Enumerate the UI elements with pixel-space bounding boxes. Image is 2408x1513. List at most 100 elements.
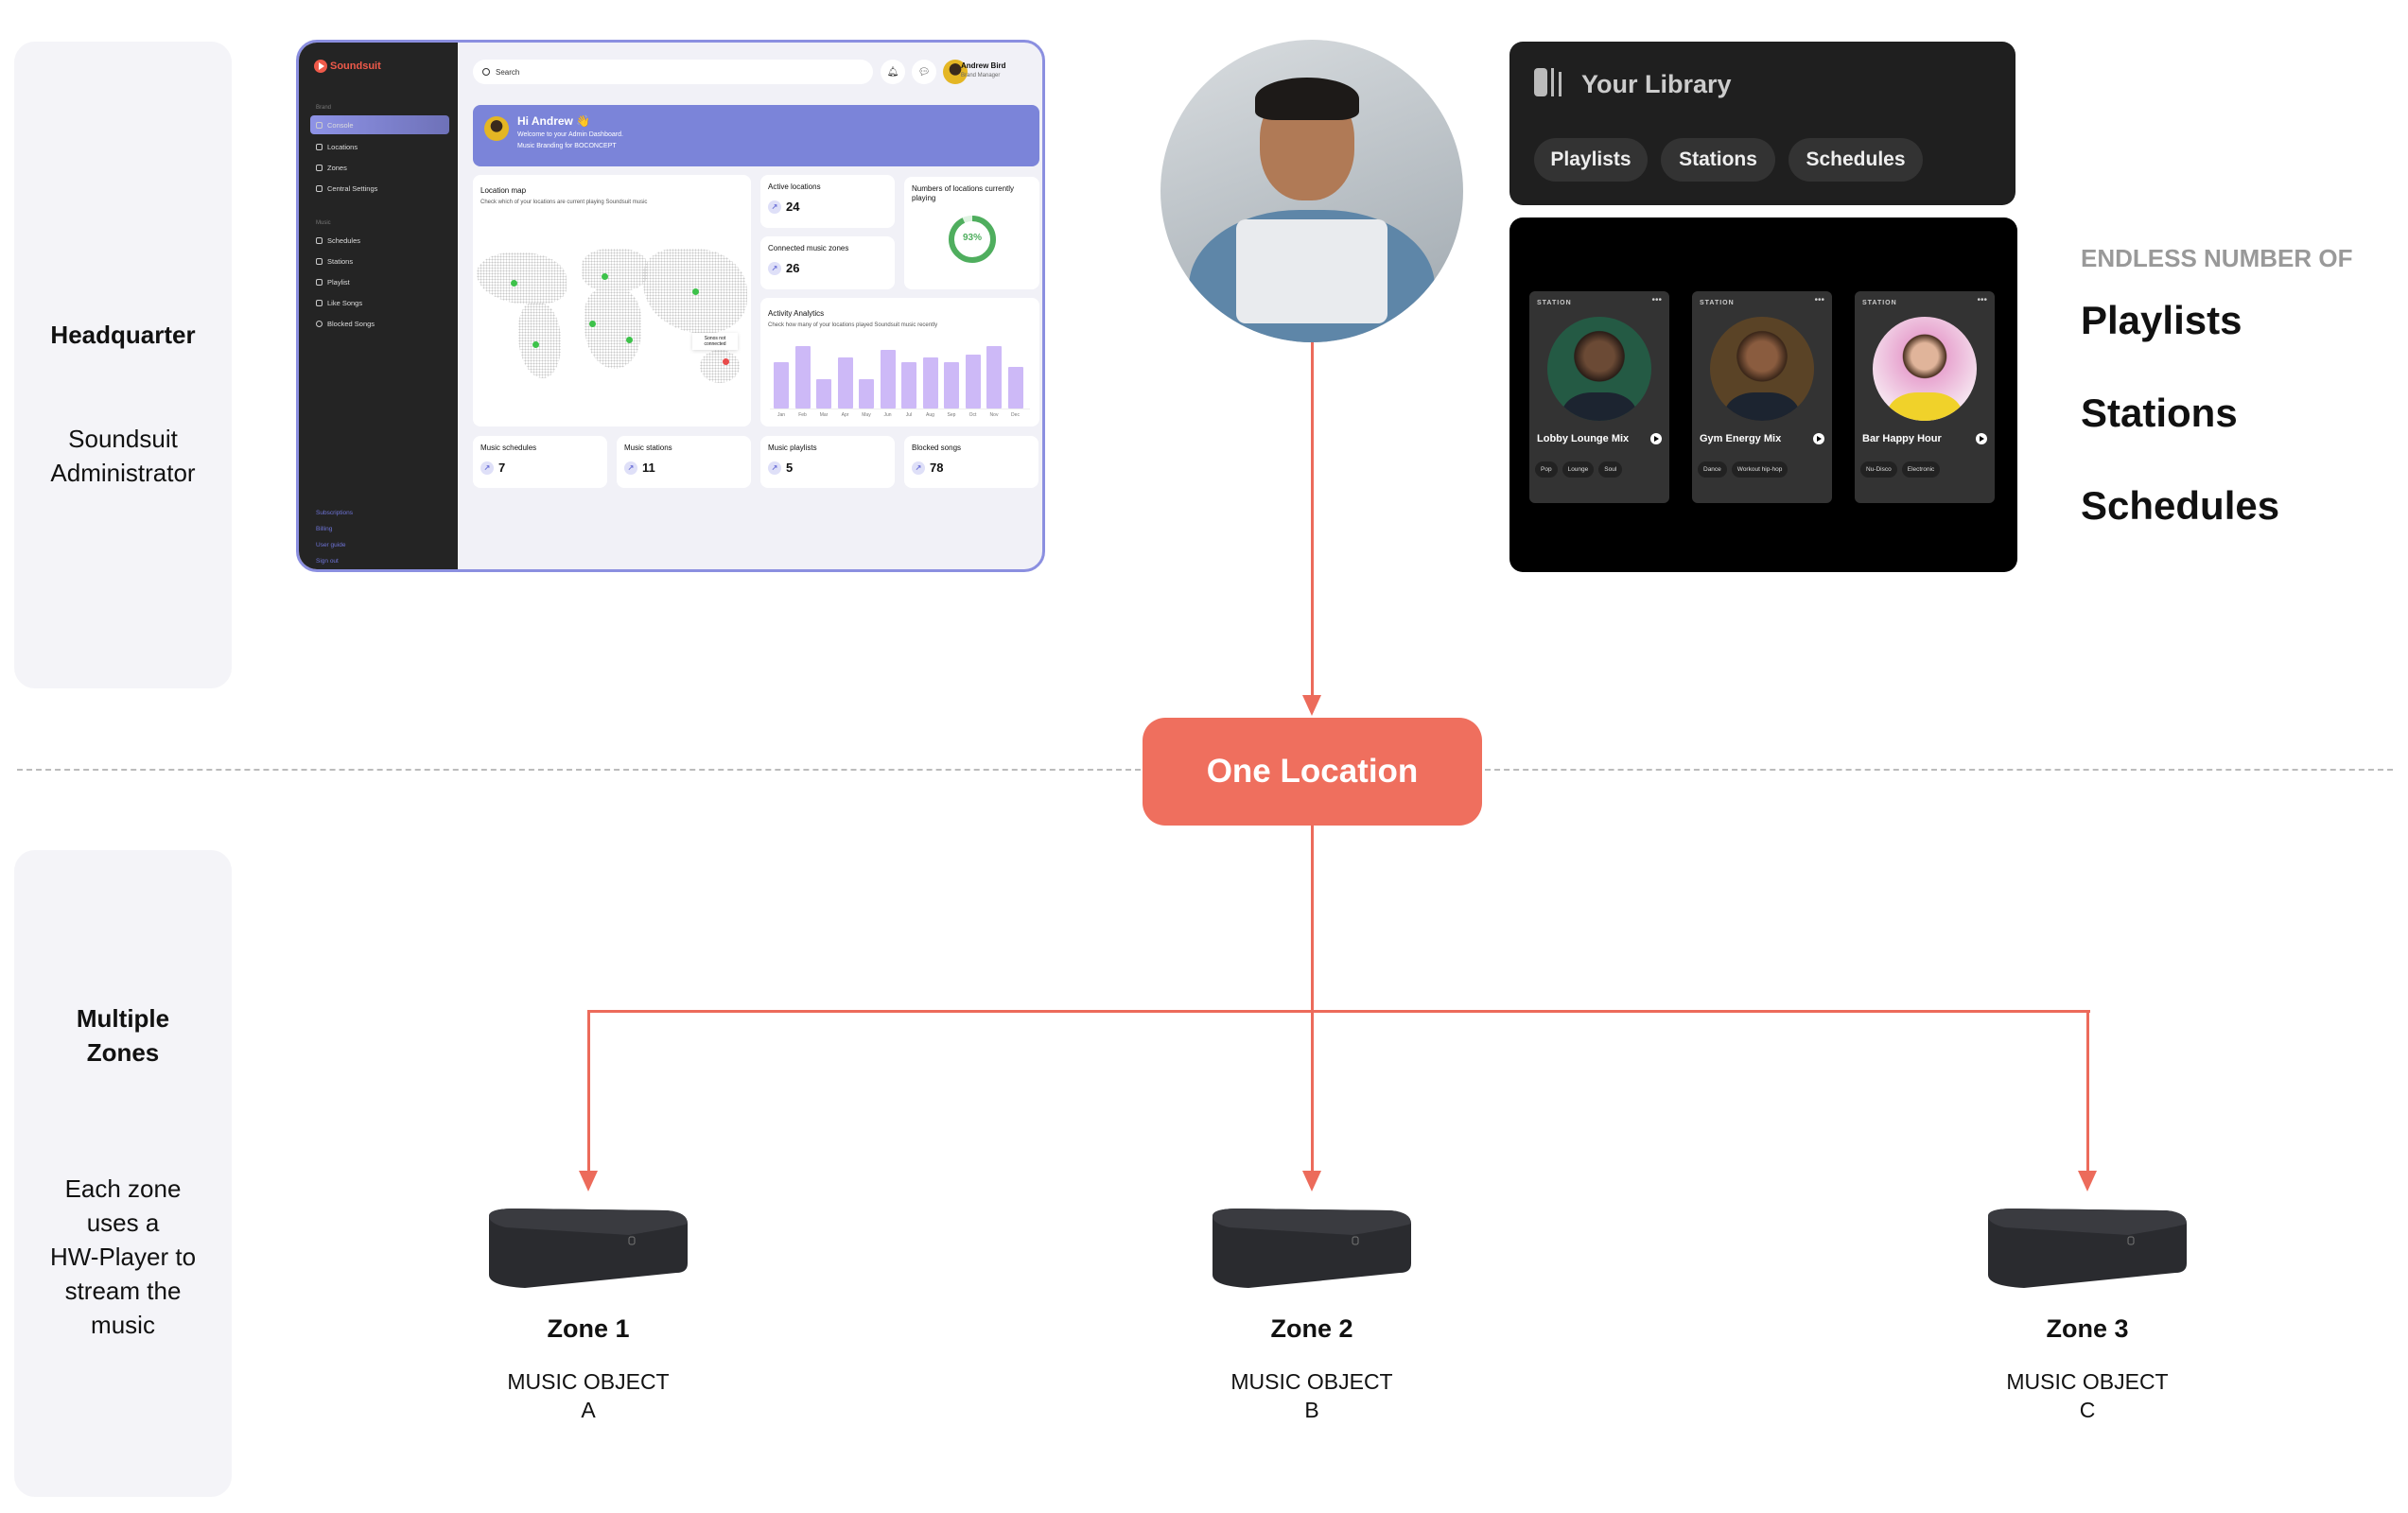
sidebar-item-central-settings[interactable]: Central Settings	[310, 179, 449, 198]
sidebar-item-schedules[interactable]: Schedules	[310, 231, 449, 250]
value-text: 26	[786, 261, 800, 275]
sidebar-item-playlist[interactable]: Playlist	[310, 272, 449, 291]
sidebar-item-zones[interactable]: Zones	[310, 158, 449, 177]
more-options-icon[interactable]: •••	[1977, 295, 1987, 305]
banner-greeting: Hi Andrew 👋	[517, 114, 591, 128]
genre-chip[interactable]: Pop	[1535, 461, 1558, 478]
bar-mar	[816, 378, 831, 409]
arrow-down-icon	[1302, 1171, 1321, 1191]
admin-dashboard-screenshot: Soundsuit Brand Console Locations Zones …	[296, 40, 1045, 572]
genre-chip[interactable]: Workout hip-hop	[1731, 461, 1789, 478]
more-options-icon[interactable]: •••	[1651, 295, 1662, 305]
play-icon[interactable]	[1813, 433, 1824, 444]
sidebar-item-stations[interactable]: Stations	[310, 252, 449, 270]
library-tab-stations[interactable]: Stations	[1661, 138, 1775, 182]
station-title: Lobby Lounge Mix	[1537, 433, 1630, 444]
user-name: Andrew Bird	[961, 61, 1006, 70]
genre-chip[interactable]: Lounge	[1562, 461, 1595, 478]
zones-title: Multiple	[76, 1004, 170, 1033]
progress-ring	[949, 216, 996, 263]
card-title: Location map	[480, 186, 527, 195]
zones-desc: uses a	[86, 1209, 160, 1237]
month-label: Oct	[968, 412, 977, 418]
link-user-guide[interactable]: User guide	[316, 542, 346, 548]
stat-card: Music stations ↗11	[617, 436, 751, 488]
banner-line: Music Branding for BOCONCEPT	[517, 143, 617, 149]
genre-chip[interactable]: Electronic	[1901, 461, 1941, 478]
play-icon[interactable]	[1650, 433, 1662, 444]
genre-chip[interactable]: Nu-Disco	[1860, 461, 1897, 478]
messages-button[interactable]: 💬︎	[912, 60, 936, 84]
stat-card: Music playlists ↗5	[760, 436, 895, 488]
sidebar-item-console[interactable]: Console	[310, 115, 449, 134]
location-map-card: Location map Check which of your locatio…	[473, 175, 751, 426]
library-title: Your Library	[1581, 70, 1732, 98]
zone-music-object: MUSIC OBJECT	[1230, 1369, 1393, 1394]
link-billing[interactable]: Billing	[316, 526, 333, 532]
bar-apr	[837, 357, 853, 409]
zone-title: Zone 1	[547, 1314, 630, 1343]
bar-dec	[1007, 366, 1023, 409]
sidebar-item-locations[interactable]: Locations	[310, 137, 449, 156]
zone-letter: A	[581, 1398, 596, 1422]
zones-desc: stream the	[64, 1277, 182, 1305]
sidebar-item-blocked-songs[interactable]: Blocked Songs	[310, 314, 449, 333]
stat-card: Blocked songs ↗78	[904, 436, 1038, 488]
your-library-panel: Your Library Playlists Stations Schedule…	[1509, 42, 2015, 205]
month-label: Feb	[798, 412, 807, 418]
trend-up-icon: ↗	[768, 261, 781, 275]
library-tab-schedules[interactable]: Schedules	[1789, 138, 1923, 182]
connector-line	[587, 1010, 590, 1180]
library-tab-playlists[interactable]: Playlists	[1534, 138, 1648, 182]
sidebar-section-music: Music	[316, 220, 331, 226]
sidebar-item-like-songs[interactable]: Like Songs	[310, 293, 449, 312]
sidebar-item-label: Central Settings	[327, 183, 378, 193]
genre-chip[interactable]: Soul	[1598, 461, 1623, 478]
radio-icon	[316, 257, 323, 265]
connector-line	[2086, 1010, 2089, 1180]
avatar[interactable]	[943, 60, 968, 84]
card-title: Music stations	[624, 443, 672, 452]
card-value: ↗5	[768, 461, 793, 475]
chat-icon: 💬︎	[917, 66, 931, 78]
bar-oct	[965, 354, 981, 409]
value-text: 7	[498, 461, 506, 475]
bar-nov	[986, 345, 1002, 409]
link-subscriptions[interactable]: Subscriptions	[316, 510, 354, 516]
sidebar-section-brand: Brand	[316, 105, 332, 111]
station-artwork	[1710, 317, 1814, 421]
card-subtitle: Check which of your locations are curren…	[480, 200, 648, 205]
banner-line: Welcome to your Admin Dashboard.	[517, 131, 623, 138]
link-sign-out[interactable]: Sign out	[316, 558, 339, 565]
trend-up-icon: ↗	[768, 200, 781, 214]
sidebar-item-label: Playlist	[327, 277, 350, 287]
sidebar-item-label: Schedules	[327, 235, 361, 245]
month-label: Nov	[989, 412, 999, 418]
active-locations-card: Active locations ↗24	[760, 175, 895, 228]
search-input[interactable]: Search	[473, 60, 873, 84]
month-label: May	[862, 412, 871, 418]
play-icon[interactable]	[1976, 433, 1987, 444]
more-options-icon[interactable]: •••	[1814, 295, 1824, 305]
month-label: Sep	[947, 412, 956, 418]
search-icon	[482, 68, 490, 76]
card-value: ↗ 26	[768, 261, 799, 275]
hw-player-device	[1988, 1209, 2187, 1288]
bar-aug	[922, 357, 938, 409]
location-icon	[316, 143, 323, 150]
genre-chip[interactable]: Dance	[1698, 461, 1727, 478]
arrow-down-icon	[2078, 1171, 2097, 1191]
headquarter-panel: Headquarter Soundsuit Administrator	[14, 42, 232, 688]
month-label: Mar	[819, 412, 829, 418]
zones-panel: Multiple Zones Each zone uses a HW-Playe…	[14, 850, 232, 1497]
value-text: 11	[642, 461, 655, 475]
sidebar-item-label: Console	[327, 120, 354, 130]
headquarter-subtitle: Administrator	[50, 459, 196, 487]
bar-jul	[901, 362, 916, 409]
hw-player-device	[1213, 1209, 1411, 1288]
station-title: Bar Happy Hour	[1862, 433, 1942, 444]
notifications-button[interactable]: 🔔︎	[881, 60, 905, 84]
